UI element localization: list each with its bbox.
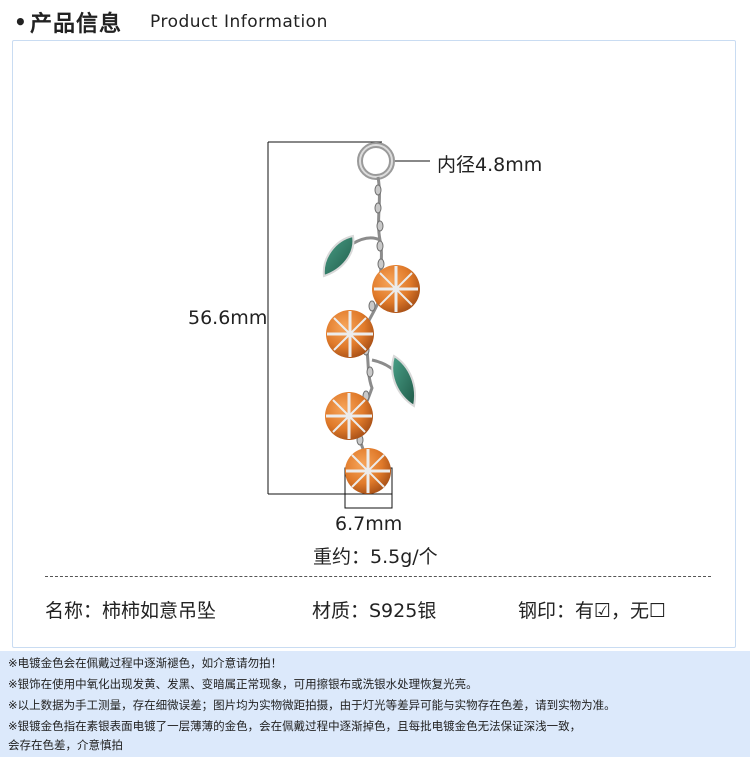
header-bullet: •: [14, 10, 27, 34]
product-name: 名称：柿柿如意吊坠: [45, 600, 217, 622]
length-label: 56.6mm: [188, 307, 268, 329]
dimension-lines: [267, 141, 430, 509]
divider: [45, 576, 711, 577]
product-illustration: [267, 141, 430, 509]
product-material: 材质：S925银: [312, 600, 437, 622]
width-label: 6.7mm: [335, 513, 403, 535]
note-line-3: ※以上数据为手工测量，存在细微误差；图片均为实物微距拍摄，由于灯光等差异可能与实…: [8, 698, 616, 712]
leaf-upper: [322, 234, 355, 278]
jump-ring-highlight: [359, 144, 393, 178]
inner-diameter-label: 内径4.8mm: [437, 154, 543, 176]
weight-label: 重约：5.5g/个: [313, 546, 438, 568]
header-title-zh: 产品信息: [30, 12, 123, 37]
note-line-1: ※电镀金色会在佩戴过程中逐渐褪色，如介意请勿拍！: [8, 656, 283, 670]
product-stamp: 钢印：有☑，无☐: [518, 600, 667, 622]
persimmon-4: [345, 448, 391, 494]
persimmon-1: [372, 265, 420, 313]
persimmon-2: [326, 310, 374, 358]
header-title-en: Product Information: [150, 12, 328, 32]
section-header: • 产品信息 Product Information: [0, 0, 750, 42]
note-line-4: ※银镀金色指在素银表面电镀了一层薄薄的金色，会在佩戴过程中逐渐掉色，且每批电镀金…: [8, 719, 582, 733]
product-panel: [12, 40, 736, 648]
notes-section: ※电镀金色会在佩戴过程中逐渐褪色，如介意请勿拍！ ※银饰在使用中氧化出现发黄、发…: [0, 651, 750, 757]
note-line-2: ※银饰在使用中氧化出现发黄、发黑、变暗属正常现象，可用擦银布或洗银水处理恢复光亮…: [8, 677, 478, 691]
note-line-5: 会存在色差，介意慎拍: [8, 738, 123, 752]
persimmon-3: [325, 392, 373, 440]
leaf-lower: [391, 354, 416, 408]
